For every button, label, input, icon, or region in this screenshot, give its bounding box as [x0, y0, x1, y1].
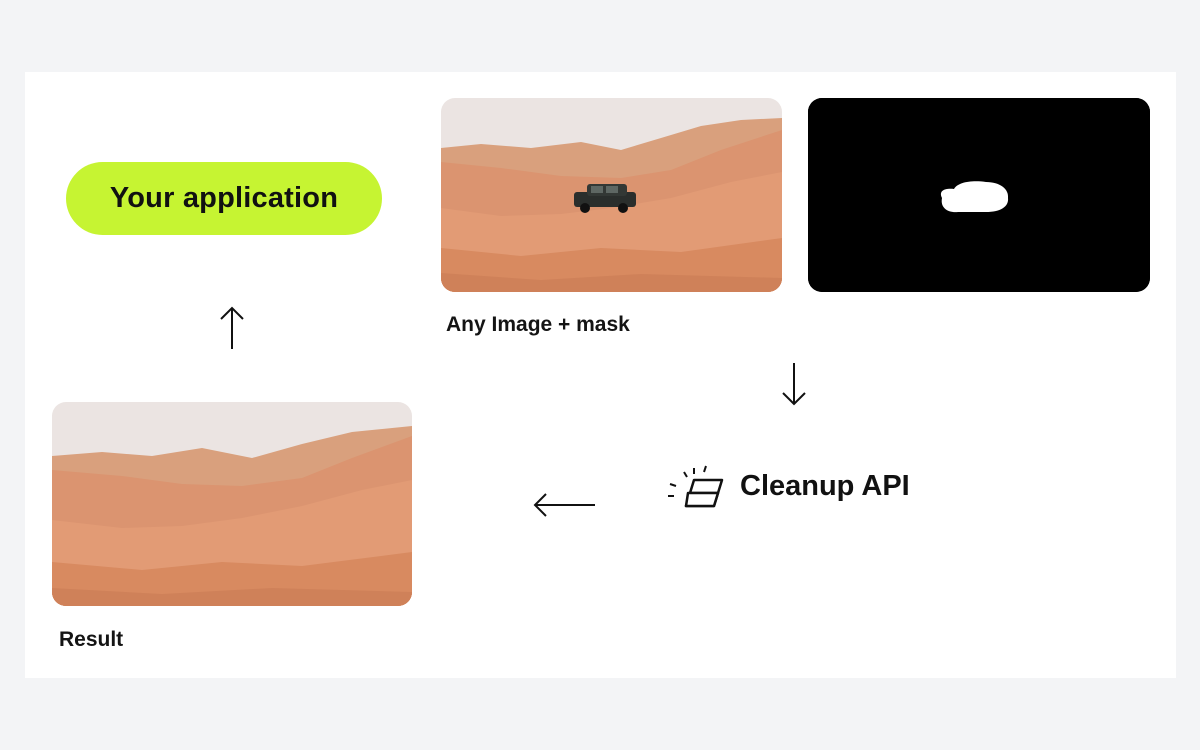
arrow-down-icon: [782, 363, 806, 406]
input-image: [441, 98, 782, 292]
your-application-pill: Your application: [66, 162, 382, 235]
result-image: [52, 402, 412, 606]
eraser-icon: [668, 465, 724, 508]
your-application-label: Your application: [109, 182, 339, 214]
cleanup-api: Cleanup API: [664, 462, 910, 510]
car-object: [574, 184, 636, 213]
result-caption: Result: [59, 628, 124, 651]
arrow-left-icon: [533, 493, 595, 517]
arrow-up-icon: [220, 306, 244, 349]
mask-image: [808, 98, 1150, 292]
input-caption: Any Image + mask: [446, 313, 630, 336]
cleanup-api-label: Cleanup API: [740, 469, 910, 502]
